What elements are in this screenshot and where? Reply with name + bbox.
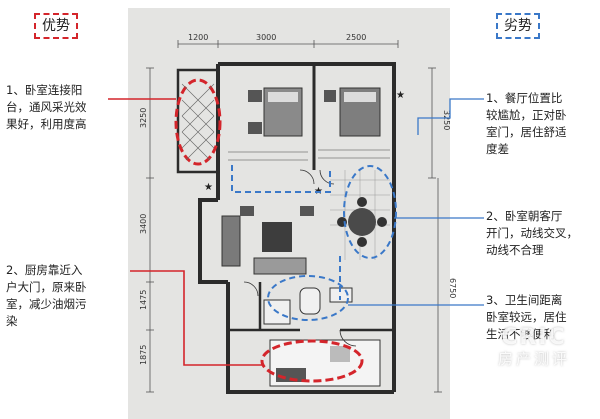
watermark-logo-text: CRIC xyxy=(501,325,567,350)
top-dimensions xyxy=(177,40,399,48)
balcony-hatch xyxy=(181,83,215,161)
advantage-note-1: 1、卧室连接阳 台，通风采光效 果好，利用度高 xyxy=(6,83,87,131)
svg-text:★: ★ xyxy=(396,90,405,101)
advantage-note-2: 2、厨房靠近入 户大门，原来卧 室，减少油烟污 染 xyxy=(6,263,87,328)
bed-right xyxy=(324,87,381,137)
living-room-furniture xyxy=(221,206,314,275)
disadvantage-corridor-outline xyxy=(231,165,331,193)
kitchen xyxy=(269,339,381,387)
disadvantage-ellipse-bath xyxy=(267,275,349,321)
wardrobe xyxy=(228,149,390,161)
dim-left-1: 3250 xyxy=(139,108,148,128)
watermark-subtitle: 房产测评 xyxy=(497,350,570,368)
disadvantage-ellipse-dining xyxy=(343,165,397,259)
dim-left-3: 1475 xyxy=(139,290,148,310)
right-dimensions xyxy=(428,67,442,393)
advantages-tag: 优势 xyxy=(34,13,78,39)
doors xyxy=(243,169,357,347)
disadvantage-note-2: 2、卧室朝客厅 开门，动线交叉， 动线不合理 xyxy=(486,209,578,257)
disadvantage-leaders xyxy=(348,98,484,306)
walls xyxy=(176,62,396,394)
svg-text:★: ★ xyxy=(204,182,213,193)
advantage-ellipse-kitchen xyxy=(260,339,364,383)
disadvantage-highlights xyxy=(231,165,397,321)
watermark: CRIC 房产测评 xyxy=(474,325,594,369)
left-dimensions xyxy=(146,67,154,393)
advantage-ellipse-balcony xyxy=(174,78,222,166)
disadvantage-note-1: 1、餐厅位置比 较尴尬，正对卧 室门，居住舒适 度差 xyxy=(486,91,567,156)
dim-top-3: 2500 xyxy=(346,33,366,42)
dim-right-2: 6750 xyxy=(448,278,457,298)
advantage-highlights xyxy=(174,78,364,383)
dim-top-2: 3000 xyxy=(256,33,276,42)
advantage-leaders xyxy=(108,98,262,366)
disadvantages-tag: 劣势 xyxy=(496,13,540,39)
dim-left-2: 3400 xyxy=(139,214,148,234)
bed-left xyxy=(248,87,303,137)
bathroom xyxy=(263,287,353,325)
dim-top-1: 1200 xyxy=(188,33,208,42)
dim-right-1: 3250 xyxy=(442,110,451,130)
disadvantage-note-3: 3、卫生间距离 卧室较远，居住 生活不够便利 xyxy=(486,293,567,341)
dim-left-4: 1875 xyxy=(139,345,148,365)
